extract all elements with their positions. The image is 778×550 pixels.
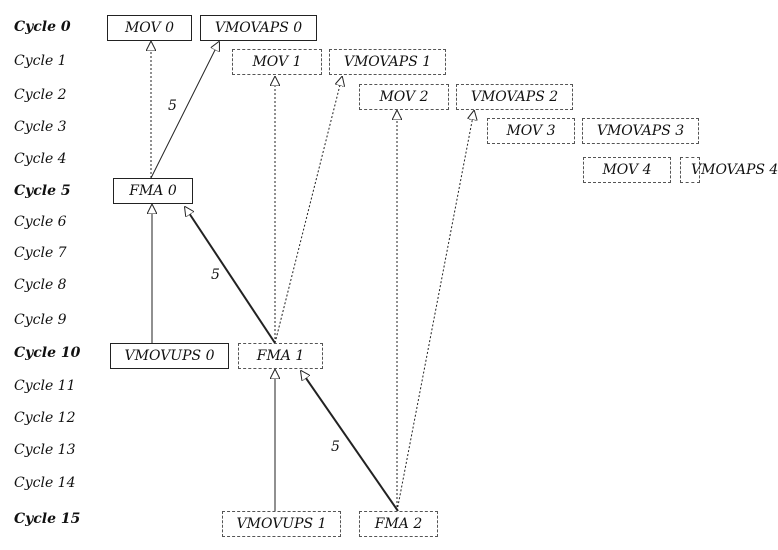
node-fma-2: FMA 2 (359, 511, 438, 537)
edge-fma2-to-fma1 (301, 371, 399, 512)
cycle-label-14: Cycle 14 (14, 475, 76, 491)
node-mov-1: MOV 1 (232, 49, 322, 75)
cycle-label-13: Cycle 13 (14, 442, 76, 458)
edge-fma2-to-vmovaps2 (396, 111, 474, 512)
latency-label-2: 5 (211, 267, 220, 283)
cycle-label-4: Cycle 4 (14, 151, 67, 167)
node-vmovups-0: VMOVUPS 0 (110, 343, 229, 369)
node-mov-2: MOV 2 (359, 84, 449, 110)
node-vmovaps-3: VMOVAPS 3 (582, 118, 699, 144)
cycle-label-8: Cycle 8 (14, 277, 67, 293)
node-vmovaps-4: VMOVAPS 4 (680, 157, 778, 183)
cycle-label-12: Cycle 12 (14, 410, 76, 426)
node-mov-3: MOV 3 (487, 118, 575, 144)
dependency-edges (0, 0, 700, 512)
node-mov-4: MOV 4 (583, 157, 671, 183)
cycle-label-5: Cycle 5 (14, 183, 71, 199)
latency-label-3: 5 (331, 439, 340, 455)
cycle-label-10: Cycle 10 (14, 345, 81, 361)
edge-fma1-to-vmovaps1 (274, 77, 342, 344)
dependency-diagram: Cycle 0 Cycle 1 Cycle 2 Cycle 3 Cycle 4 … (0, 0, 778, 537)
node-vmovups-1: VMOVUPS 1 (222, 511, 341, 537)
cycle-label-6: Cycle 6 (14, 214, 67, 230)
edge-fma0-to-vmovaps0 (150, 42, 219, 179)
cycle-label-15: Cycle 15 (14, 511, 81, 527)
cycle-label-9: Cycle 9 (14, 312, 67, 328)
node-fma-0: FMA 0 (113, 178, 193, 204)
node-mov-0: MOV 0 (107, 15, 192, 41)
node-vmovaps-0: VMOVAPS 0 (200, 15, 317, 41)
cycle-label-7: Cycle 7 (14, 245, 67, 261)
cycle-label-3: Cycle 3 (14, 119, 67, 135)
cycle-label-11: Cycle 11 (14, 378, 76, 394)
cycle-label-2: Cycle 2 (14, 87, 67, 103)
cycle-label-1: Cycle 1 (14, 53, 67, 69)
node-vmovaps-2: VMOVAPS 2 (456, 84, 573, 110)
edge-fma1-to-fma0 (185, 207, 276, 344)
cycle-label-0: Cycle 0 (14, 19, 71, 35)
node-vmovaps-1: VMOVAPS 1 (329, 49, 446, 75)
latency-label-1: 5 (168, 98, 177, 114)
node-fma-1: FMA 1 (238, 343, 323, 369)
